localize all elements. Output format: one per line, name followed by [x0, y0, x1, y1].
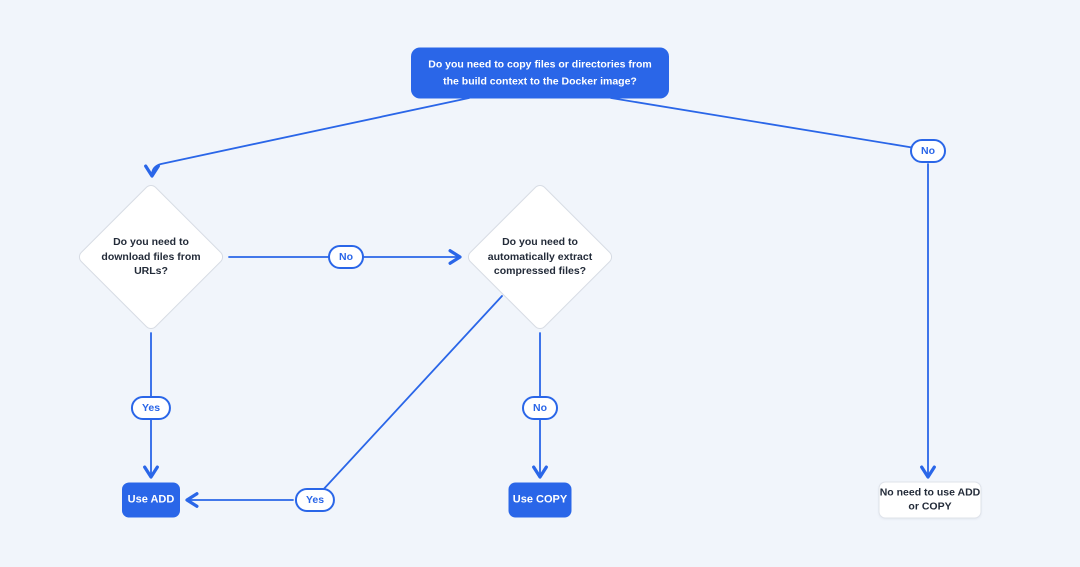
edge-label-root-no: No [910, 139, 946, 163]
edge-label-extract-no: No [522, 396, 558, 420]
result-use-copy: Use COPY [508, 482, 572, 518]
edge-root-to-no-pill [610, 97, 916, 149]
result-use-add: Use ADD [122, 482, 180, 518]
decision-download-files: Do you need to download files from URLs? [76, 182, 226, 332]
edge-label-extract-yes: Yes [294, 488, 336, 512]
edge-label-download-yes: Yes [130, 396, 172, 420]
edge-label-download-no: No [328, 245, 364, 269]
decision-download-label: Do you need to download files from URLs? [101, 235, 201, 278]
root-question-node: Do you need to copy files or directories… [411, 47, 669, 99]
edge-extract-to-yes-pill [320, 295, 503, 493]
result-no-need: No need to use ADD or COPY [878, 481, 982, 519]
decision-extract-files: Do you need to automatically extract com… [465, 182, 615, 332]
decision-extract-label: Do you need to automatically extract com… [487, 235, 593, 278]
edge-root-to-download [144, 97, 470, 178]
